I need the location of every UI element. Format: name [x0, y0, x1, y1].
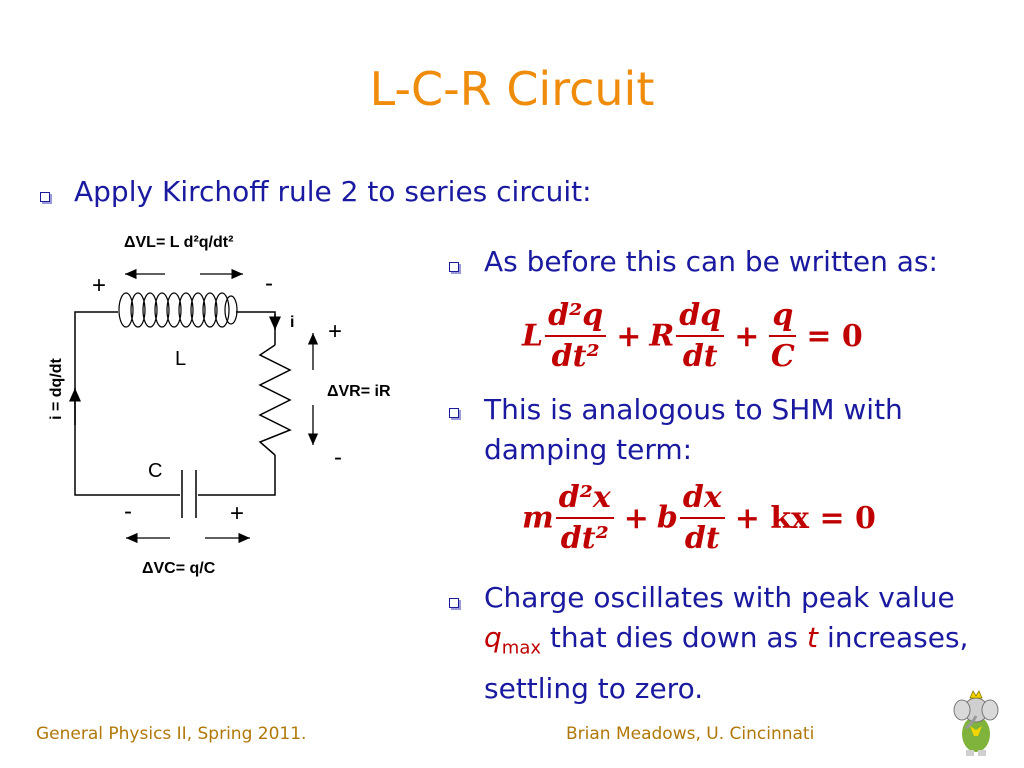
footer-left: General Physics II, Spring 2011. — [36, 724, 307, 744]
resistor-plus: + — [328, 318, 343, 345]
main-bullet-text: Apply Kirchoff rule 2 to series circuit: — [74, 175, 592, 208]
current-label: i — [290, 314, 295, 331]
bullet-text-1: As before this can be written as: — [484, 245, 938, 278]
vc-label: ΔVC= q/C — [142, 560, 216, 577]
slide-title: L-C-R Circuit — [369, 62, 655, 116]
circuit-wire — [198, 455, 276, 496]
bullet-square-icon — [449, 598, 459, 608]
capacitor-minus: - — [124, 498, 132, 525]
inductor-label: L — [175, 348, 187, 370]
capacitor-plus: + — [230, 500, 245, 527]
bullet-square-icon — [449, 408, 459, 418]
circuit-wire — [74, 311, 180, 496]
circuit-wire — [236, 311, 276, 345]
bullet-text-3: Charge oscillates with peak value qmax t… — [484, 581, 969, 705]
bullet-square-icon — [40, 192, 50, 202]
inductor-plus: + — [92, 272, 107, 299]
bullet-square-icon — [449, 262, 459, 272]
footer-right: Brian Meadows, U. Cincinnati — [566, 724, 815, 744]
inductor-minus: - — [265, 270, 273, 297]
circuit-diagram — [69, 268, 319, 544]
capacitor-label: C — [148, 460, 163, 482]
inductor-coil — [118, 292, 238, 328]
elephant-mascot-icon — [953, 690, 999, 756]
vr-label: ΔVR= iR — [327, 383, 391, 400]
vl-label: ΔVL= L d²q/dt² — [124, 234, 234, 251]
resistor-zigzag — [258, 344, 292, 456]
bullet-text-2: This is analogous to SHM with damping te… — [484, 393, 903, 466]
current-side-label: i = dq/dt — [48, 358, 65, 420]
resistor-minus: - — [334, 444, 342, 471]
